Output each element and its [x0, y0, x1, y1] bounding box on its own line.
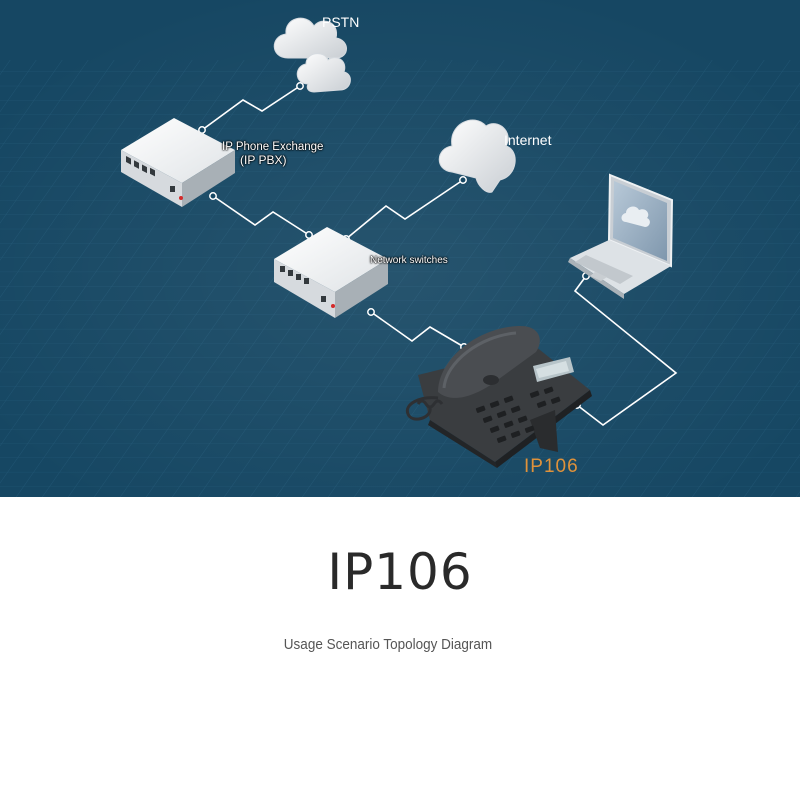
- link-laptop-phone: [573, 275, 678, 426]
- internet-cloud-icon: [438, 119, 516, 193]
- link-internet-switch: [345, 179, 464, 240]
- network-switch-icon: [274, 227, 388, 318]
- link-switch-phone: [370, 311, 465, 348]
- ip-pbx-device-icon: [121, 118, 235, 207]
- link-endpoint: [209, 192, 217, 200]
- laptop-icon: [568, 173, 674, 299]
- topology-diagram: PSTN Internet IP Phone Exchange (IP PBX)…: [0, 0, 800, 497]
- link-endpoint: [459, 176, 467, 184]
- grid-floor: [0, 0, 800, 497]
- network-switch-label: Network switches: [370, 255, 448, 266]
- page-subtitle: Usage Scenario Topology Diagram: [283, 636, 493, 653]
- connection-links: [201, 85, 678, 426]
- ip-pbx-label-line1: IP Phone Exchange: [222, 141, 324, 153]
- page-title: IP106: [327, 543, 473, 601]
- diagram-canvas: [0, 0, 800, 497]
- pstn-label: PSTN: [322, 14, 360, 30]
- link-pstn-pbx: [201, 85, 301, 131]
- desk-phone-icon: [405, 325, 592, 468]
- pstn-cloud-icon: [273, 17, 351, 93]
- link-pbx-switch: [212, 195, 310, 236]
- link-endpoint: [296, 82, 304, 90]
- phone-model-label: IP106: [524, 456, 579, 477]
- link-endpoint: [367, 308, 375, 316]
- ip-pbx-label-line2: (IP PBX): [240, 153, 287, 167]
- ip-pbx-label: IP Phone Exchange (IP PBX): [222, 141, 323, 167]
- internet-label: Internet: [504, 132, 552, 148]
